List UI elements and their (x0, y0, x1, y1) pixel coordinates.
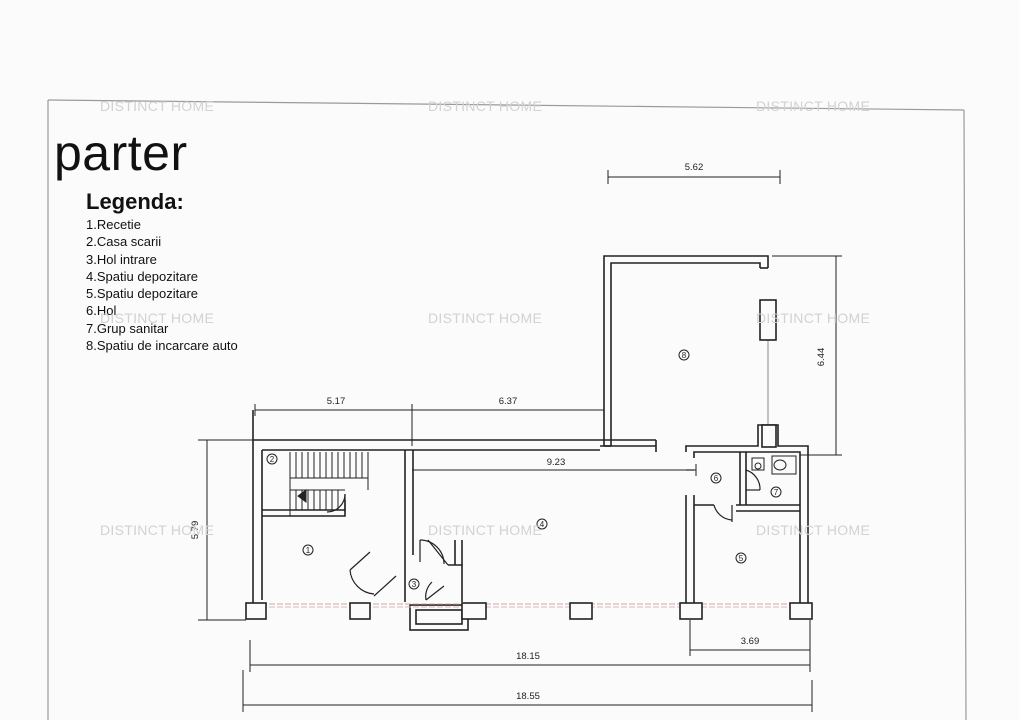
sheet-border (47, 99, 967, 720)
svg-text:2: 2 (270, 455, 275, 464)
watermark: DISTINCT HOME (100, 98, 215, 114)
legend-list: 1.Recetie 2.Casa scarii 3.Hol intrare 4.… (86, 216, 238, 354)
svg-text:4: 4 (540, 520, 545, 529)
legend-item: 7.Grup sanitar (86, 320, 169, 336)
dim-total-inner: 18.15 (516, 651, 540, 662)
room-marker-5: 5 (735, 552, 747, 564)
legend-item: 2.Casa scarii (86, 234, 162, 250)
dimension-lines (198, 170, 842, 712)
dim-total-outer: 18.55 (516, 691, 540, 702)
watermark: DISTINCT HOME (756, 522, 871, 538)
room-marker-4: 4 (536, 518, 548, 530)
legend-item: 8.Spatiu de incarcare auto (86, 338, 238, 354)
watermark: DISTINCT HOME (428, 98, 543, 114)
room-marker-3: 3 (408, 578, 420, 590)
wc-fixtures (751, 455, 797, 475)
page-title: parter (54, 125, 188, 181)
room-marker-7: 7 (770, 486, 782, 498)
dim-inner-width: 9.23 (547, 457, 566, 468)
dim-bottom-right: 3.69 (741, 636, 760, 647)
legend-item: 6.Hol (86, 303, 117, 319)
legend-item: 1.Recetie (86, 217, 141, 232)
watermark: DISTINCT HOME (756, 310, 871, 326)
legend-item: 4.Spatiu depozitare (86, 268, 199, 284)
dim-left-segment: 5.17 (327, 396, 346, 407)
dim-left-height: 5.79 (190, 521, 201, 540)
legend-item: 5.Spatiu depozitare (86, 286, 199, 302)
room-marker-1: 1 (302, 544, 314, 556)
doors (326, 469, 761, 601)
watermark: DISTINCT HOME (428, 310, 543, 326)
legend-item: 3.Hol intrare (86, 251, 157, 267)
watermark: DISTINCT HOME (428, 522, 543, 538)
watermark: DISTINCT HOME (100, 522, 215, 538)
svg-text:8: 8 (682, 351, 687, 360)
room-marker-6: 6 (710, 472, 722, 484)
watermark: DISTINCT HOME (100, 310, 215, 326)
svg-text:7: 7 (774, 488, 779, 497)
room-marker-8: 8 (678, 349, 690, 361)
dimension-labels: 5.62 6.44 5.17 6.37 9.23 5.79 3.69 18.15… (190, 162, 827, 702)
svg-text:6: 6 (714, 474, 719, 483)
svg-text:1: 1 (306, 546, 311, 555)
legend-heading: Legenda: (86, 189, 184, 214)
svg-text:3: 3 (412, 580, 417, 589)
columns (245, 299, 813, 620)
dim-top-width: 5.62 (685, 162, 704, 173)
svg-text:5: 5 (739, 554, 744, 563)
dim-mid-segment: 6.37 (499, 396, 518, 407)
dim-right-height: 6.44 (816, 348, 827, 367)
room-markers: 1 2 3 4 5 6 7 8 (266, 349, 782, 590)
room-marker-2: 2 (266, 453, 278, 465)
stairs (289, 452, 369, 516)
watermark: DISTINCT HOME (756, 98, 871, 114)
